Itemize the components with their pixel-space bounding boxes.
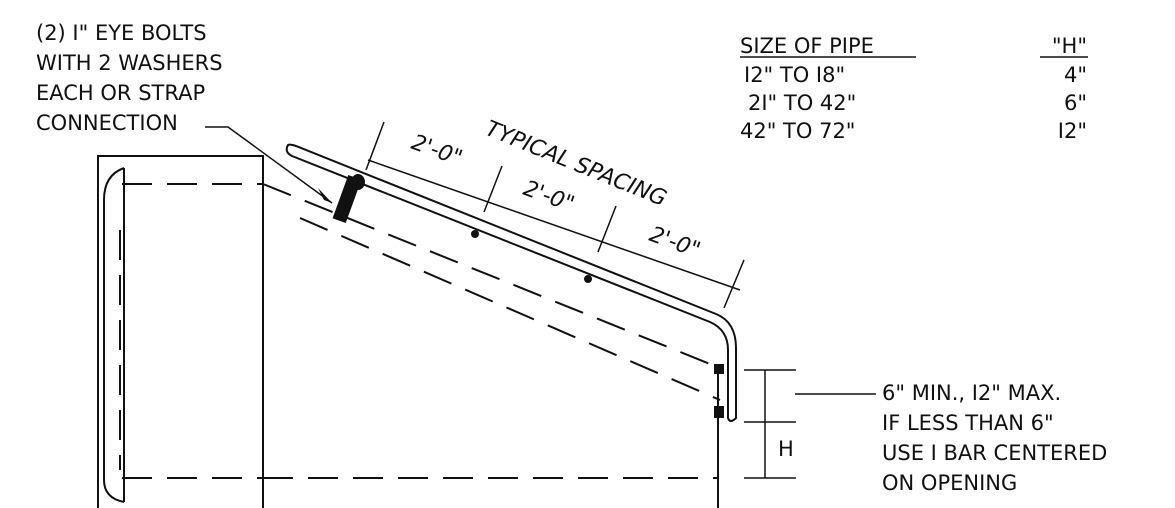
table-row-2-size: 2I" TO 42": [748, 91, 856, 115]
min-max-line-2: IF LESS THAN 6": [882, 411, 1054, 435]
table-header-h: "H": [1052, 34, 1087, 58]
eye-bolt-callout: (2) I" EYE BOLTS WITH 2 WASHERS EACH OR …: [36, 21, 223, 135]
table-row-1-size: I2" TO I8": [744, 63, 845, 87]
anchor-dot-1: [471, 230, 479, 238]
table-row-3-size: 42" TO 72": [740, 119, 855, 143]
table-row-3-h: I2": [1058, 119, 1087, 143]
table-row-2-h: 6": [1064, 91, 1087, 115]
eye-bolt-line-4: CONNECTION: [36, 111, 178, 135]
eye-bolt-line-2: WITH 2 WASHERS: [36, 51, 223, 75]
table-row-1-h: 4": [1064, 63, 1087, 87]
pipe-section: [262, 183, 721, 508]
eye-bolt: [332, 174, 724, 418]
eye-bolt-leader: [205, 126, 333, 204]
structure-outline: [97, 155, 264, 508]
handrail-bar: [285, 143, 737, 422]
eye-bolt-line-1: (2) I" EYE BOLTS: [36, 21, 207, 45]
table-header-size: SIZE OF PIPE: [740, 34, 874, 58]
h-dimension: [744, 369, 876, 479]
min-max-line-4: ON OPENING: [882, 471, 1017, 495]
spacing-label-1: 2'-0": [408, 130, 466, 171]
min-max-line-3: USE I BAR CENTERED: [882, 441, 1107, 465]
pipe-size-table: SIZE OF PIPE "H" I2" TO I8" 4" 2I" TO 42…: [740, 34, 1088, 143]
anchor-block-2: [714, 406, 724, 418]
spacing-label-3: 2'-0": [646, 222, 704, 263]
eye-bolt-line-3: EACH OR STRAP: [36, 81, 205, 105]
spacing-dimension: [365, 121, 745, 309]
min-max-line-1: 6" MIN., I2" MAX.: [882, 381, 1061, 405]
anchor-dot-2: [584, 275, 592, 283]
min-max-callout: 6" MIN., I2" MAX. IF LESS THAN 6" USE I …: [882, 381, 1107, 495]
h-label: H: [778, 437, 794, 461]
anchor-block-1: [714, 364, 724, 374]
spacing-label-2: 2'-0": [520, 176, 578, 217]
